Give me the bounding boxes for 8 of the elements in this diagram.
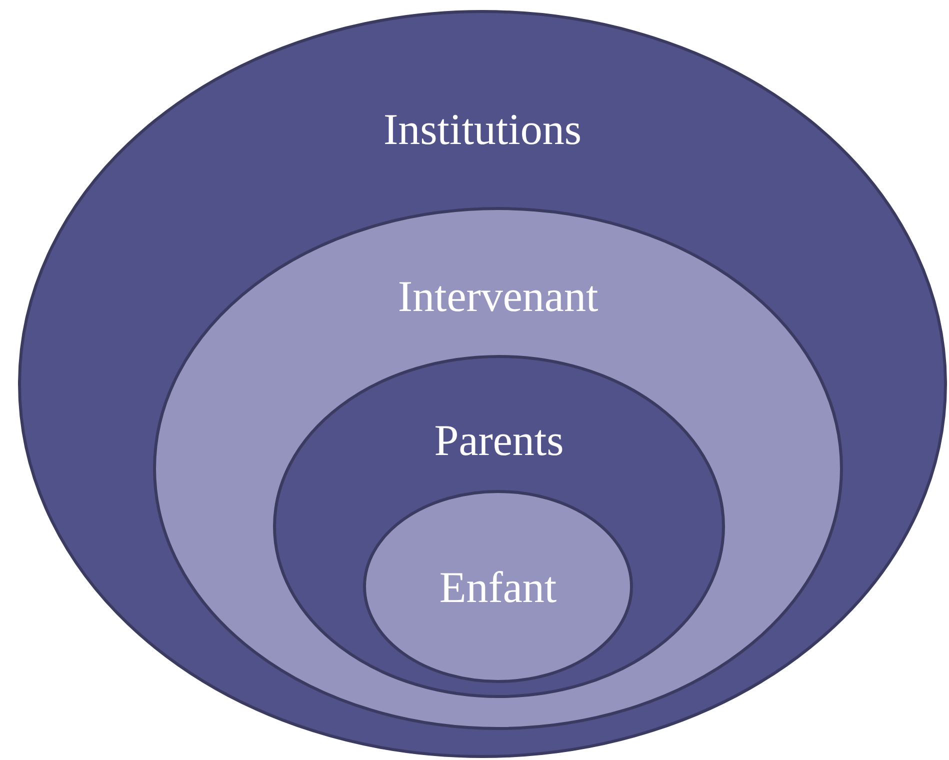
region-label: Enfant	[439, 563, 557, 613]
ellipse-region	[18, 10, 947, 758]
region-label: Parents	[434, 416, 564, 466]
ellipse-region	[273, 355, 725, 698]
ellipse-region	[153, 207, 843, 730]
region-label: Intervenant	[398, 272, 598, 322]
ellipse-region	[363, 490, 633, 683]
region-label: Institutions	[383, 105, 582, 155]
